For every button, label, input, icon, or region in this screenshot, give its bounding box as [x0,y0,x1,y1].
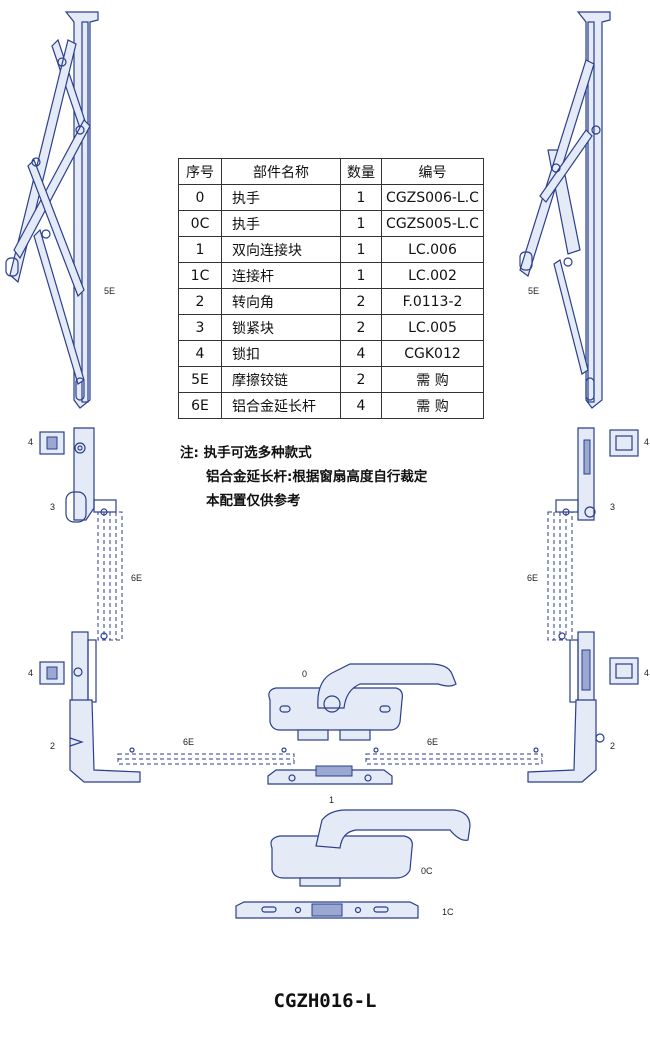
callout-handle-0c: 0C [421,866,433,876]
callout-rod-right-v: 6E [527,573,539,583]
extension-rod-right-horizontal [365,747,543,765]
cell-code: CGZS005-L.C [381,210,484,237]
cell-name: 锁扣 [221,340,341,367]
callout-lock-right: 3 [610,502,616,512]
header-seq: 序号 [178,158,222,185]
cell-code: LC.005 [381,314,484,341]
keeper-right-bottom [609,657,639,685]
table-row: 1C 连接杆 1 LC.002 [178,262,484,289]
cell-seq: 1C [178,262,222,289]
cell-seq: 4 [178,340,222,367]
table-row: 6E 铝合金延长杆 4 需 购 [178,392,484,419]
callout-hinge-left: 5E [104,286,116,296]
callout-hinge-right: 5E [528,286,540,296]
cell-name: 执手 [221,210,341,237]
callout-rod-left-h: 6E [183,737,195,747]
cell-name: 摩擦铰链 [221,366,341,393]
cell-qty: 1 [340,262,382,289]
table-row: 4 锁扣 4 CGK012 [178,340,484,367]
corner-drive-left [69,631,141,783]
locking-block-right [555,427,596,521]
notes-block: 注: 执手可选多种款式 铝合金延长杆:根据窗扇高度自行裁定 本配置仅供参考 [180,441,427,513]
cell-seq: 2 [178,288,222,315]
corner-drive-right [527,631,605,783]
table-row: 0 执手 1 CGZS006-L.C [178,184,484,211]
header-code: 编号 [381,158,484,185]
table-row: 5E 摩擦铰链 2 需 购 [178,366,484,393]
extension-rod-left-vertical [97,511,123,641]
cell-qty: 1 [340,184,382,211]
note-line-2: 铝合金延长杆:根据窗扇高度自行裁定 [206,469,428,485]
note-line-1: 注: 执手可选多种款式 [180,445,312,461]
keeper-right-top [609,429,639,457]
friction-hinge-left [5,11,99,409]
callout-connector-1: 1 [329,795,335,805]
handle-0c [270,809,471,887]
two-way-connector-1 [267,765,393,785]
handle-0 [268,663,457,741]
cell-seq: 5E [178,366,222,393]
extension-rod-right-vertical [547,511,573,641]
cell-qty: 2 [340,288,382,315]
cell-code: 需 购 [381,366,484,393]
header-qty: 数量 [340,158,382,185]
cell-qty: 1 [340,210,382,237]
cell-seq: 3 [178,314,222,341]
locking-block-left [65,427,117,523]
cell-code: LC.002 [381,262,484,289]
cell-name: 双向连接块 [221,236,341,263]
cell-qty: 2 [340,314,382,341]
cell-qty: 2 [340,366,382,393]
callout-bar-1c: 1C [442,907,454,917]
table-row: 1 双向连接块 1 LC.006 [178,236,484,263]
table-row: 0C 执手 1 CGZS005-L.C [178,210,484,237]
cell-code: CGK012 [381,340,484,367]
callout-rod-right-h: 6E [427,737,439,747]
cell-code: 需 购 [381,392,484,419]
cell-code: F.0113-2 [381,288,484,315]
table-header-row: 序号 部件名称 数量 编号 [178,158,484,185]
extension-rod-left-horizontal [117,747,295,765]
cell-qty: 4 [340,340,382,367]
callout-lock-left: 3 [50,502,56,512]
note-line-3: 本配置仅供参考 [206,493,301,509]
cell-seq: 1 [178,236,222,263]
callout-keeper-left-top: 4 [28,437,34,447]
header-name: 部件名称 [221,158,341,185]
connecting-bar-1c [235,901,419,919]
callout-corner-right: 2 [610,741,616,751]
table-row: 2 转向角 2 F.0113-2 [178,288,484,315]
keeper-left-top [39,431,65,455]
model-code: CGZH016-L [273,990,377,1012]
friction-hinge-right [519,11,611,409]
cell-name: 铝合金延长杆 [221,392,341,419]
cell-seq: 0C [178,210,222,237]
cell-code: LC.006 [381,236,484,263]
callout-keeper-right-bottom: 4 [644,668,650,678]
callout-keeper-right-top: 4 [644,437,650,447]
cell-name: 转向角 [221,288,341,315]
callout-handle-0: 0 [302,669,308,679]
cell-qty: 4 [340,392,382,419]
keeper-left-bottom [39,661,65,685]
callout-rod-left-v: 6E [131,573,143,583]
cell-name: 锁紧块 [221,314,341,341]
cell-name: 执手 [221,184,341,211]
cell-seq: 6E [178,392,222,419]
parts-table: 序号 部件名称 数量 编号 0 执手 1 CGZS006-L.C 0C 执手 1… [178,158,484,419]
callout-keeper-left-bottom: 4 [28,668,34,678]
cell-qty: 1 [340,236,382,263]
cell-code: CGZS006-L.C [381,184,484,211]
table-row: 3 锁紧块 2 LC.005 [178,314,484,341]
cell-seq: 0 [178,184,222,211]
callout-corner-left: 2 [50,741,56,751]
cell-name: 连接杆 [221,262,341,289]
